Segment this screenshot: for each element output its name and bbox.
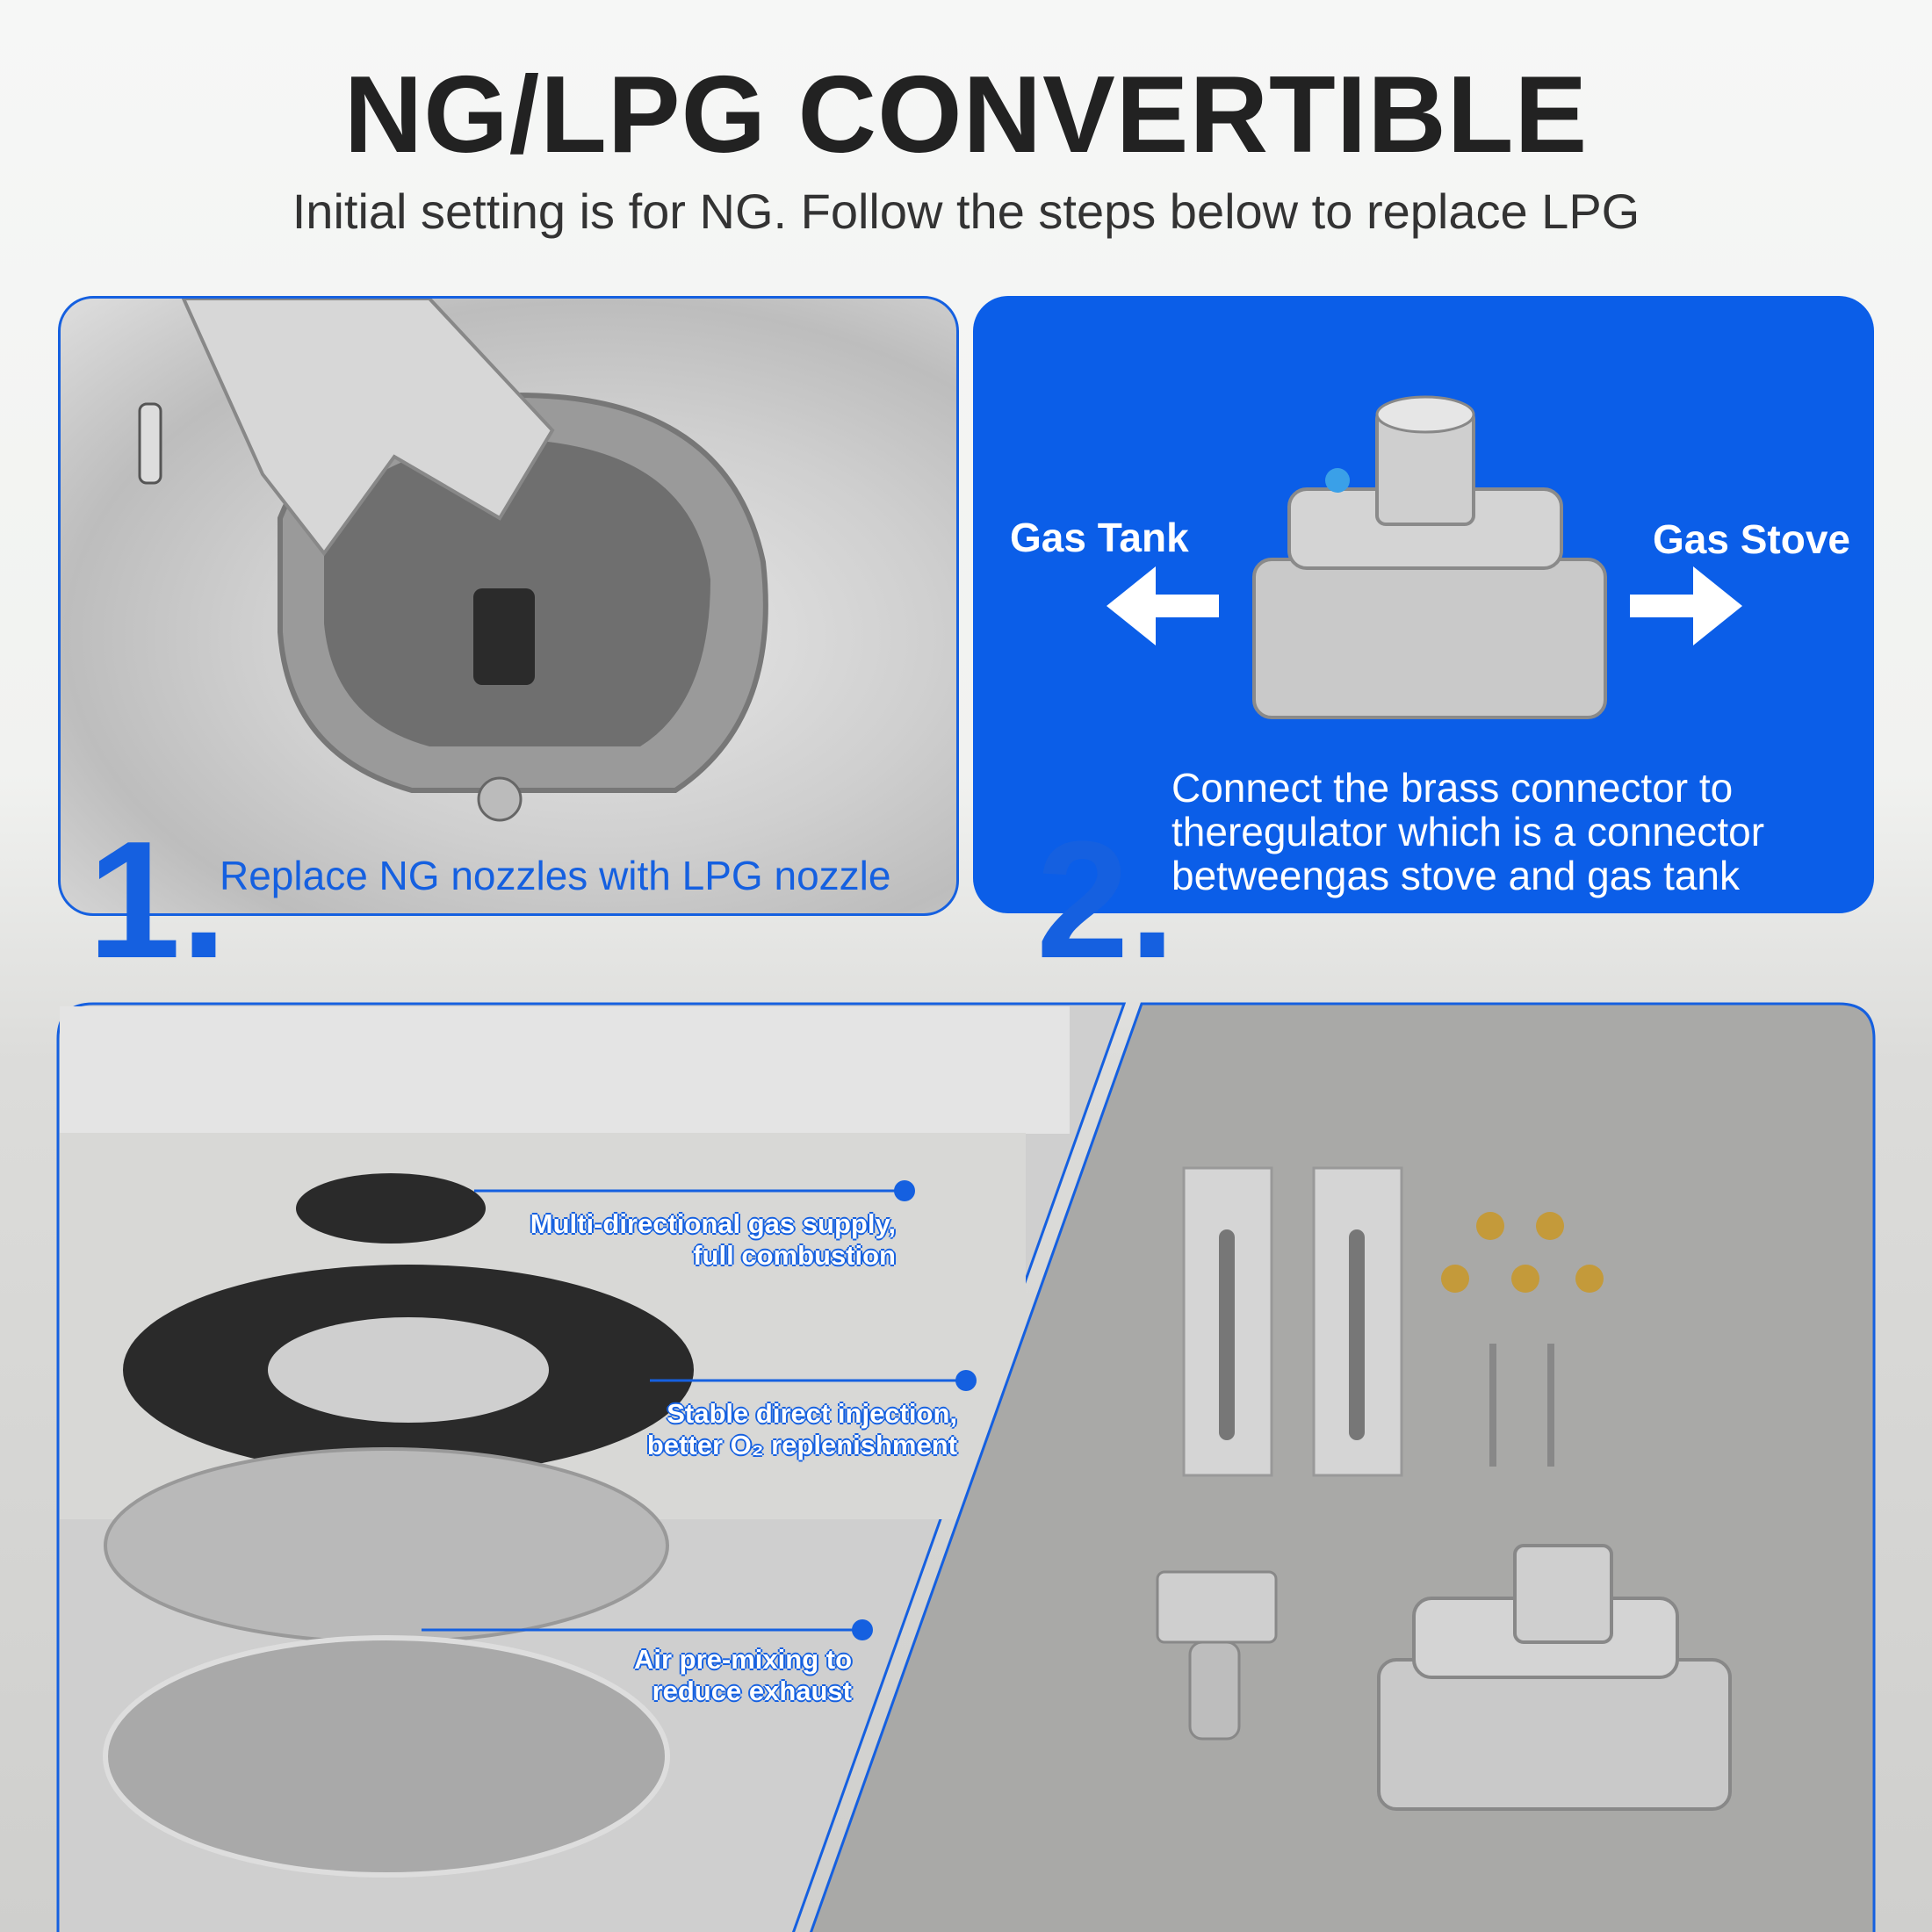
screws-image bbox=[1489, 1344, 1554, 1467]
callout-air-premix: Air pre-mixing to reduce exhaust bbox=[527, 1644, 852, 1707]
step2-number: 2. bbox=[1036, 807, 1176, 993]
regulator-diagram bbox=[1107, 395, 1742, 719]
burner-cap-image bbox=[296, 1173, 486, 1244]
gas-regulator-image bbox=[1252, 395, 1607, 719]
callout-gas-supply: Multi-directional gas supply, full combu… bbox=[492, 1208, 896, 1272]
callout-line: Multi-directional gas supply, bbox=[530, 1208, 896, 1239]
callout-line: better O₂ replenishment bbox=[646, 1430, 957, 1460]
brass-connector-image bbox=[1156, 1570, 1278, 1741]
step2-caption: Connect the brass connector to theregula… bbox=[1171, 766, 1764, 898]
callout-line: reduce exhaust bbox=[652, 1676, 852, 1706]
lpg-nozzles-image bbox=[1441, 1212, 1604, 1293]
step1-caption: Replace NG nozzles with LPG nozzle bbox=[220, 853, 891, 898]
caption-line: Connect the brass connector to bbox=[1171, 765, 1734, 811]
arrow-left-icon bbox=[1107, 566, 1219, 645]
regulator-image-2 bbox=[1377, 1544, 1732, 1811]
page-title: NG/LPG CONVERTIBLE bbox=[343, 54, 1589, 176]
nozzle-wrench-image bbox=[138, 299, 768, 822]
callout-direct-injection: Stable direct injection, better O₂ reple… bbox=[562, 1398, 957, 1461]
gas-stove-label: Gas Stove bbox=[1653, 516, 1850, 562]
caption-line: betweengas stove and gas tank bbox=[1171, 853, 1741, 898]
callout-line: Stable direct injection, bbox=[667, 1398, 957, 1429]
callout-line: full combustion bbox=[693, 1240, 896, 1271]
step2-panel: Gas Tank Gas Stove bbox=[973, 296, 1874, 913]
step1-number: 1. bbox=[88, 807, 227, 993]
page-subtitle: Initial setting is for NG. Follow the st… bbox=[292, 184, 1640, 239]
step1-panel bbox=[58, 296, 959, 916]
gas-tank-label: Gas Tank bbox=[1010, 515, 1189, 560]
caption-line: theregulator which is a connector bbox=[1171, 809, 1765, 854]
mounting-brackets-image bbox=[1182, 1166, 1403, 1477]
callout-line: Air pre-mixing to bbox=[633, 1644, 852, 1675]
arrow-right-icon bbox=[1630, 566, 1742, 645]
burner-base-image bbox=[103, 1635, 670, 1878]
